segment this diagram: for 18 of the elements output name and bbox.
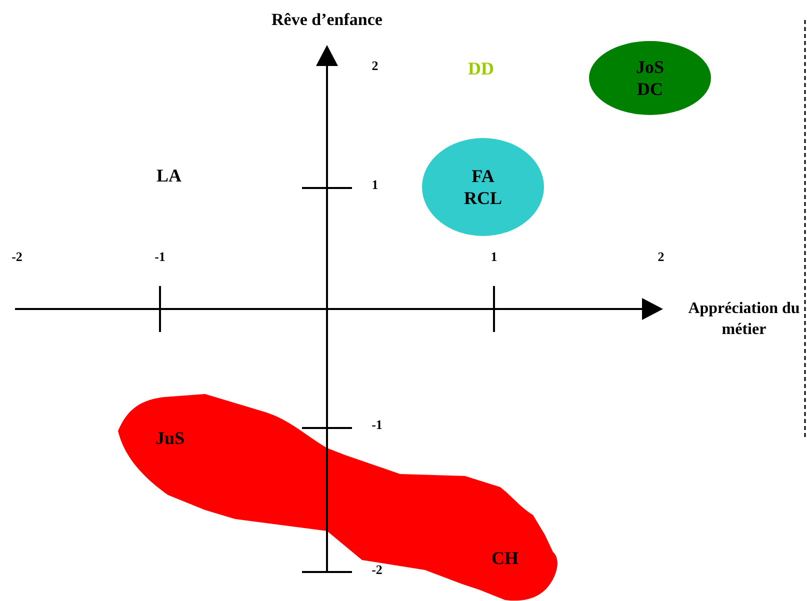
tick-label: 2 (372, 58, 378, 74)
tick-label: -1 (372, 417, 382, 433)
tick-label: 2 (658, 249, 664, 265)
tick-label: -2 (12, 249, 22, 265)
initials-label: DD (468, 58, 494, 80)
tick-label: 1 (372, 177, 378, 193)
axis-title: Appréciation du métier (687, 299, 801, 340)
initials-label: DC (637, 78, 663, 100)
tick-label: 1 (490, 249, 498, 265)
initials-label: FA (472, 165, 494, 187)
initials-label: LA (156, 166, 182, 186)
tick-label: -1 (154, 249, 166, 265)
initials-label: JuS (155, 427, 185, 449)
initials-label: JoS (636, 56, 664, 78)
initials-label: RCL (464, 187, 502, 209)
tick-label: -2 (372, 562, 382, 578)
axis-title: Rêve d’enfance (272, 10, 382, 30)
initials-label: CH (492, 547, 518, 569)
